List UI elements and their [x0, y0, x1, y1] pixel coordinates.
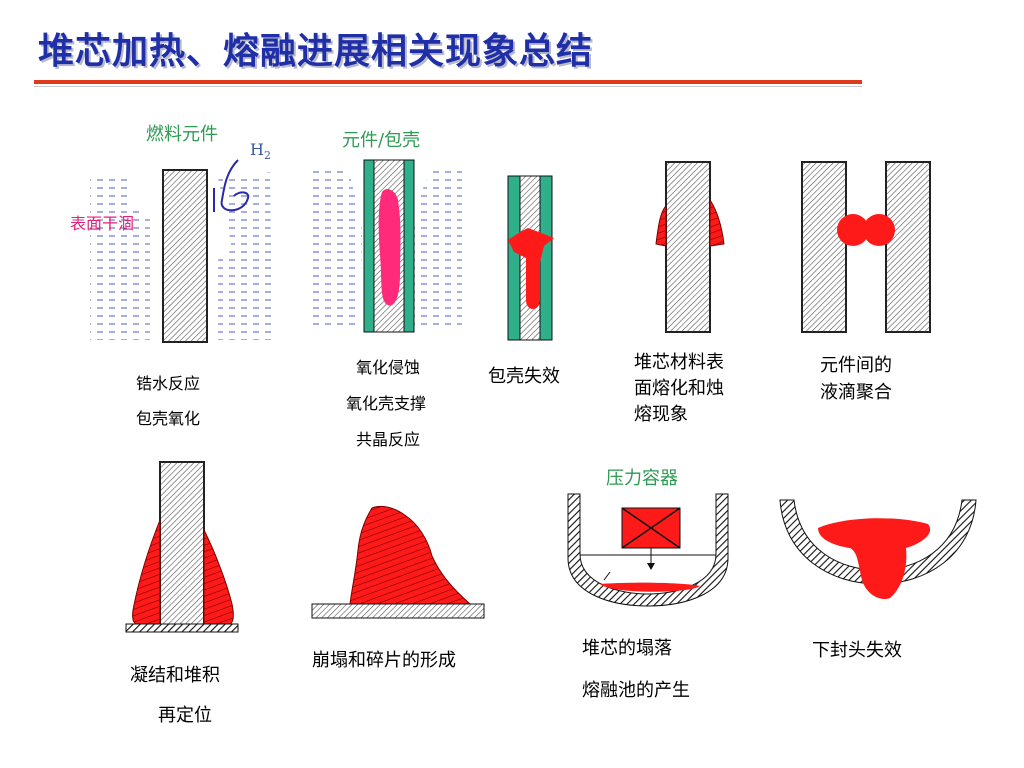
cladding-right [539, 175, 553, 341]
vessel-wall [567, 493, 729, 607]
caption-line: 氧化壳支撑 [346, 394, 427, 413]
caption-line: 堆芯材料表 [634, 352, 724, 373]
cladding-left [507, 175, 521, 341]
cladding-right [403, 159, 415, 333]
caption-line: 元件间的 [820, 355, 892, 376]
caption-line: 包壳氧化 [136, 409, 201, 428]
title-underline [34, 80, 862, 84]
debris-heap [349, 505, 472, 605]
caption-candling: 堆芯材料表 面熔化和烛 熔现象 [634, 350, 724, 428]
panel-cladding-failure [507, 175, 554, 341]
panel-candling [655, 161, 725, 333]
water-left [312, 168, 362, 330]
water-right [218, 172, 272, 340]
label-h2: H2 [250, 140, 271, 163]
lower-head [779, 499, 977, 585]
page-title: 堆芯加热、熔融进展相关现象总结 [38, 31, 594, 72]
panel-melt-pool [567, 493, 729, 607]
melt-right [203, 529, 234, 625]
melt-pool [600, 582, 700, 592]
caption-line: 共晶反应 [356, 430, 421, 449]
label-element-cladding: 元件/包壳 [342, 130, 421, 151]
cladding-left [363, 159, 375, 333]
label-fuel-element: 燃料元件 [146, 124, 218, 145]
panel-lower-head-failure [779, 499, 977, 600]
caption-debris: 崩塌和碎片的形成 [312, 650, 456, 671]
water-right [414, 168, 462, 330]
caption-melt-pool: 堆芯的塌落 熔融池的产生 [582, 628, 690, 712]
caption-line: 面熔化和烛 [634, 378, 724, 399]
caption-line: 液滴聚合 [820, 382, 892, 403]
caption-zr-water: 锆水反应 包壳氧化 [136, 366, 200, 436]
caption-line: 再定位 [158, 705, 212, 726]
fuel-rod-right [885, 161, 931, 333]
panel-zr-water-reaction [90, 159, 272, 343]
melt-breach [508, 228, 554, 309]
caption-oxidation: 氧化侵蚀 氧化壳支撑 共晶反应 [346, 350, 426, 458]
panel-droplets [801, 161, 931, 333]
h2-text: H [250, 140, 264, 159]
caption-relocation: 凝结和堆积 再定位 [130, 656, 220, 736]
panel-relocation [125, 461, 239, 633]
label-surface-dry: 表面干涸 [70, 214, 135, 233]
base-plate [125, 623, 239, 633]
fuel-rod-left [801, 161, 847, 333]
fuel-rod [665, 161, 711, 333]
pink-melt [378, 189, 401, 306]
fuel-rod [159, 461, 205, 627]
melt-right [709, 198, 725, 247]
label-pressure-vessel: 压力容器 [606, 468, 678, 489]
caption-line: 熔现象 [634, 404, 688, 425]
h2-subscript: 2 [263, 149, 271, 163]
caption-cladding-failure: 包壳失效 [488, 366, 560, 387]
melt-left [132, 519, 161, 625]
droplet [837, 214, 869, 246]
caption-droplets: 元件间的 液滴聚合 [820, 352, 892, 406]
fuel-rod [162, 169, 208, 343]
base-plate [311, 603, 485, 619]
caption-line: 凝结和堆积 [130, 665, 220, 686]
droplet [863, 214, 895, 246]
h2-bubble-stroke [220, 159, 250, 212]
title-underline-shadow [34, 86, 862, 87]
panel-oxidation [312, 159, 462, 333]
melt-left [655, 204, 667, 247]
caption-line: 堆芯的塌落 [582, 638, 672, 659]
caption-lower-head-failure: 下封头失效 [812, 640, 902, 661]
caption-line: 锆水反应 [136, 374, 201, 393]
melt-through [818, 518, 931, 600]
panel-debris [311, 505, 485, 619]
caption-line: 熔融池的产生 [582, 680, 690, 701]
water-left [90, 175, 150, 340]
caption-line: 氧化侵蚀 [356, 358, 421, 377]
